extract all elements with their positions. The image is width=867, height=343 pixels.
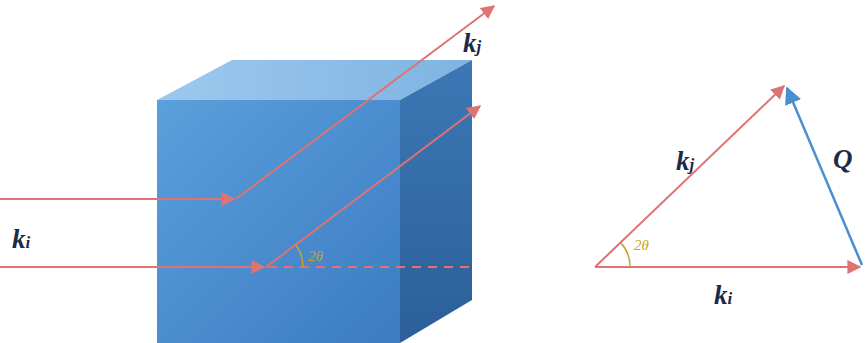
vector-label: kj — [676, 148, 694, 175]
angle-arc — [296, 245, 303, 267]
dashed-continuation — [268, 266, 470, 268]
vector-label: Q — [833, 146, 853, 173]
vector-label: ki — [714, 282, 732, 309]
angle-arc — [621, 243, 630, 267]
vector-label: ki — [12, 226, 30, 253]
angle-label: 2θ — [634, 238, 649, 253]
vector-q — [787, 88, 862, 265]
cube-side — [400, 60, 472, 343]
incident-ray — [0, 266, 264, 268]
scattered-ray — [266, 106, 480, 267]
scattered-ray — [236, 6, 494, 199]
vector-label: kj — [463, 30, 481, 57]
incident-ray — [0, 198, 234, 200]
vector-kj — [595, 86, 784, 267]
vector-ki — [595, 266, 860, 268]
cube-front — [157, 100, 400, 343]
angle-label: 2θ — [308, 249, 323, 264]
